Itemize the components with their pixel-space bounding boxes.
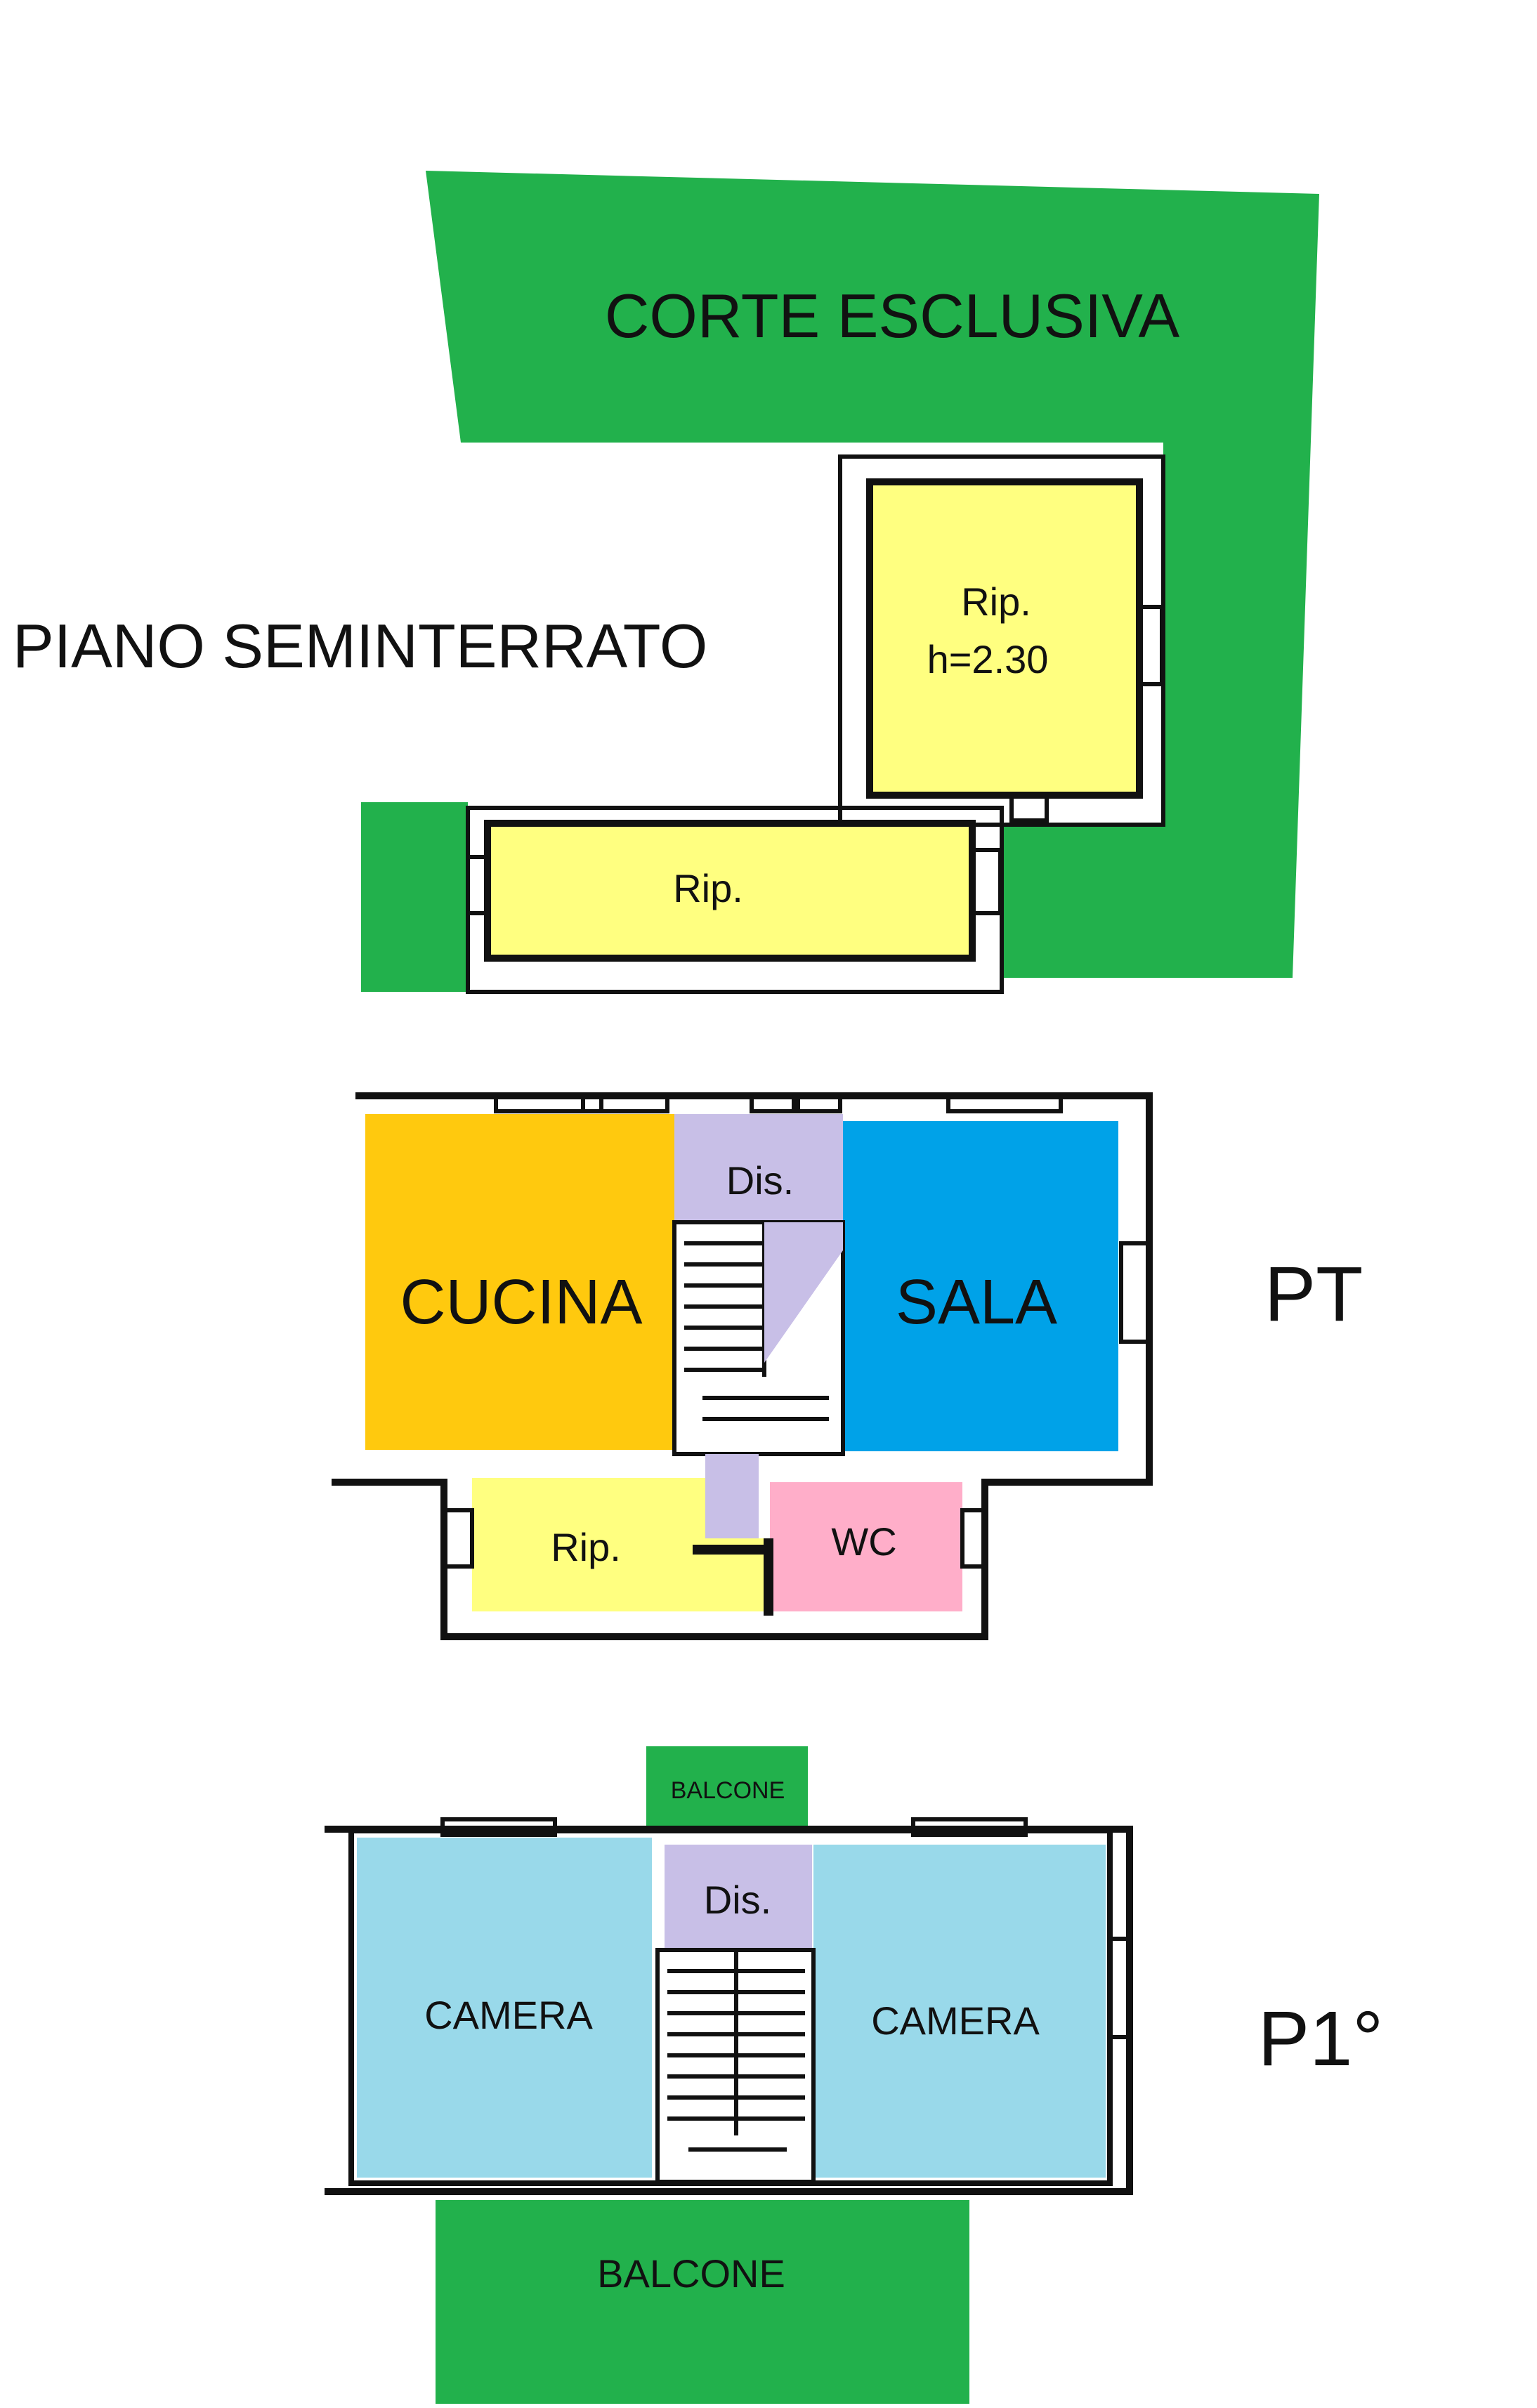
- first-hall-room: [665, 1845, 812, 1950]
- bedroom-left-label: CAMERA: [424, 1993, 593, 2037]
- balcony-bottom: [436, 2200, 969, 2404]
- balcony-bottom-label: BALCONE: [597, 2251, 785, 2296]
- basement-window-marks: [466, 605, 1164, 915]
- balcony-top-label: BALCONE: [671, 1777, 785, 1804]
- balcony-top: [646, 1746, 808, 1829]
- first-hall-label: Dis.: [704, 1878, 771, 1922]
- exclusive-court: [426, 171, 1319, 978]
- ground-floor-label: PT: [1264, 1251, 1363, 1337]
- ground-window-marks: [442, 1094, 1151, 1569]
- first-floor-label: P1°: [1258, 1996, 1384, 2082]
- ground-hall-room-overlay: [764, 1222, 843, 1363]
- ground-hall-link: [705, 1454, 759, 1538]
- court-patch-left: [361, 802, 468, 992]
- first-window-marks: [440, 1817, 1132, 2039]
- storage-upper: [866, 478, 1143, 799]
- ground-storage-room: [472, 1478, 766, 1611]
- basement-floor-label: PIANO SEMINTERRATO: [13, 611, 707, 681]
- wc-room: [770, 1482, 962, 1611]
- first-stair: [655, 1948, 816, 2184]
- bedroom-right: [813, 1845, 1106, 2178]
- wc-label: WC: [831, 1519, 896, 1564]
- bedroom-left: [357, 1838, 652, 2178]
- bedroom-right-label: CAMERA: [871, 1998, 1040, 2043]
- ground-floor-plan: [332, 1092, 1153, 1640]
- first-floor-plan: [325, 1746, 1133, 2404]
- ground-storage-label: Rip.: [551, 1525, 621, 1569]
- ground-hall-label: Dis.: [726, 1158, 794, 1203]
- kitchen-room: [365, 1114, 674, 1450]
- basement-plan: [361, 171, 1319, 994]
- storage-upper-label: Rip.: [961, 580, 1031, 624]
- court-label: CORTE ESCLUSIVA: [605, 281, 1180, 351]
- storage-lower-label: Rip.: [673, 866, 743, 910]
- living-room: [843, 1121, 1118, 1451]
- storage-upper-height: h=2.30: [927, 637, 1049, 681]
- kitchen-label: CUCINA: [400, 1267, 642, 1337]
- ground-partitions: [693, 1538, 773, 1616]
- living-label: SALA: [896, 1267, 1057, 1337]
